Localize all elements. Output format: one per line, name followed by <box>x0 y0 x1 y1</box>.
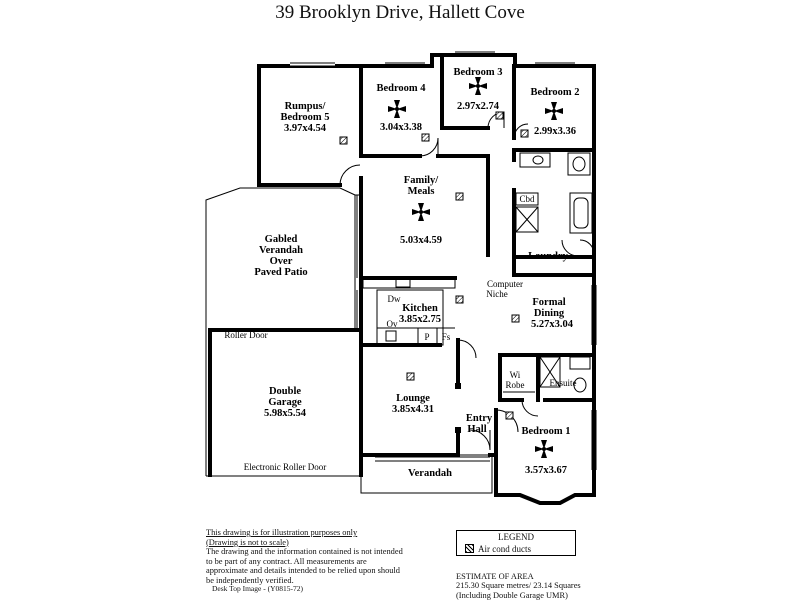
bed4-dims: 3.04x3.38 <box>380 122 422 133</box>
fan-icon <box>388 100 406 118</box>
kitchen-dims: 3.85x2.75 <box>399 314 441 325</box>
footer-code: Desk Top Image - (Y0815-72) <box>212 584 303 593</box>
cbd-label: Cbd <box>519 194 535 204</box>
disclaimer-body: The drawing and the information containe… <box>206 547 403 585</box>
legend-item: Air cond ducts <box>465 544 531 554</box>
disclaimer-line2: (Drawing is not to scale) <box>206 537 289 547</box>
disclaimer-line1: This drawing is for illustration purpose… <box>206 528 358 537</box>
fan-icon <box>545 102 563 120</box>
fan-icon <box>535 440 553 458</box>
bed2-name: Bedroom 2 <box>530 87 579 98</box>
garage-dims: 5.98x5.54 <box>264 408 307 419</box>
entry-hall-1: Entry <box>466 413 493 424</box>
bed3-dims: 2.97x2.74 <box>457 101 500 112</box>
fan-icon <box>412 203 430 221</box>
wirobe-label-2: Robe <box>506 380 525 390</box>
verandah-gabled-1: Gabled <box>265 234 298 245</box>
air-cond-ducts <box>339 111 529 420</box>
bed3-name: Bedroom 3 <box>453 67 502 78</box>
legend-title: LEGEND <box>498 532 534 542</box>
dining-dims: 5.27x3.04 <box>531 319 574 330</box>
garage-name: Double <box>269 386 301 397</box>
disclaimer: This drawing is for illustration purpose… <box>206 528 406 586</box>
legend-item-label: Air cond ducts <box>478 544 531 554</box>
rumpus-dims: 3.97x4.54 <box>284 123 327 134</box>
family-dims: 5.03x4.59 <box>400 235 442 246</box>
kitchen-name: Kitchen <box>402 303 438 314</box>
thin-lines <box>205 51 597 494</box>
legend-box: LEGEND Air cond ducts <box>456 530 576 556</box>
oven-label: Ov <box>387 319 398 329</box>
dishwasher-label: Dw <box>388 294 401 304</box>
verandah-gabled-4: Paved Patio <box>254 267 307 278</box>
ensuite-label: Ensuite <box>550 378 577 388</box>
rumpus-name-2: Bedroom 5 <box>280 112 329 123</box>
computer-niche-1: Computer <box>487 279 523 289</box>
air-duct-swatch-icon <box>465 544 474 553</box>
rumpus-name: Rumpus/ <box>285 101 327 112</box>
area-estimate-note: (Including Double Garage UMR) <box>456 590 568 600</box>
bed2-dims: 2.99x3.36 <box>534 126 576 137</box>
area-estimate-title: ESTIMATE OF AREA <box>456 572 534 581</box>
laundry-label: Laundry <box>528 251 568 262</box>
posts <box>455 383 461 433</box>
entry-hall-2: Hall <box>467 424 486 435</box>
bed4-name: Bedroom 4 <box>376 83 426 94</box>
verandah-gabled-2: Verandah <box>259 245 303 256</box>
fridge-space-label: Fs <box>442 332 451 342</box>
area-estimate-value: 215.30 Square metres/ 23.14 Squares <box>456 581 581 591</box>
dining-name-2: Dining <box>534 308 565 319</box>
lounge-dims: 3.85x4.31 <box>392 404 434 415</box>
plan-title: 39 Brooklyn Drive, Hallett Cove <box>275 2 525 23</box>
family-name: Family/ <box>404 175 439 186</box>
lounge-name: Lounge <box>396 393 430 404</box>
bed1-dims: 3.57x3.67 <box>525 465 567 476</box>
area-estimate: ESTIMATE OF AREA 215.30 Square metres/ 2… <box>456 572 581 600</box>
dining-name: Formal <box>532 297 565 308</box>
fan-icon <box>469 77 487 95</box>
pantry-label: P <box>424 332 429 342</box>
wirobe-label-1: Wi <box>510 370 521 380</box>
family-name-2: Meals <box>408 186 435 197</box>
garage-name-2: Garage <box>268 397 302 408</box>
roller-door-label: Roller Door <box>224 330 267 340</box>
electronic-roller-door-label: Electronic Roller Door <box>244 462 326 472</box>
computer-niche-2: Niche <box>486 289 508 299</box>
verandah-gabled-3: Over <box>270 256 293 267</box>
verandah-front-label: Verandah <box>408 468 452 479</box>
bed1-name: Bedroom 1 <box>521 426 570 437</box>
